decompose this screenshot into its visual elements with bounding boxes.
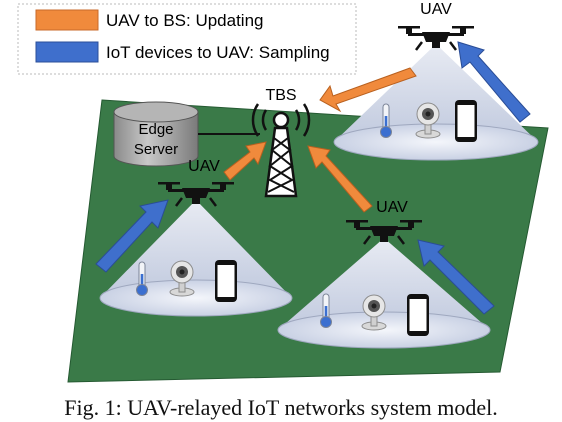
update-arrow-top-right bbox=[319, 67, 417, 113]
smartphone-icon bbox=[407, 294, 429, 336]
uav-top-right-label: UAV bbox=[420, 1, 452, 18]
legend-label-sampling: IoT devices to UAV: Sampling bbox=[106, 43, 330, 62]
sample-arrow-left bbox=[95, 199, 169, 273]
uav-center-label: UAV bbox=[376, 199, 408, 216]
coverage-cone-center bbox=[277, 238, 491, 349]
update-arrow-left bbox=[223, 141, 267, 181]
legend-label-updating: UAV to BS: Updating bbox=[106, 11, 264, 30]
legend-swatch-updating bbox=[35, 9, 99, 31]
edge-server-label-line2: Server bbox=[134, 141, 178, 158]
coverage-cone-top-right bbox=[333, 44, 539, 161]
smartphone-icon bbox=[455, 100, 477, 142]
tower-icon bbox=[251, 103, 311, 198]
camera-icon bbox=[361, 294, 387, 331]
legend-swatch-sampling bbox=[35, 41, 99, 63]
sampling-arrows bbox=[95, 41, 531, 315]
edge-server-label-line1: Edge bbox=[138, 121, 173, 138]
camera-icon bbox=[415, 102, 441, 139]
sample-arrow-center bbox=[417, 239, 495, 315]
legend: UAV to BS: Updating IoT devices to UAV: … bbox=[17, 3, 357, 75]
coverage-cone-left bbox=[99, 200, 293, 317]
updating-arrows bbox=[223, 67, 417, 213]
update-arrow-center bbox=[307, 145, 373, 213]
smartphone-icon bbox=[215, 260, 237, 302]
camera-icon bbox=[169, 260, 195, 297]
uav-left-label: UAV bbox=[188, 158, 220, 175]
server-icon: Edge Server bbox=[113, 101, 199, 167]
sample-arrow-top-right bbox=[457, 41, 531, 123]
tbs-label: TBS bbox=[265, 87, 296, 104]
figure-caption: Fig. 1: UAV-relayed IoT networks system … bbox=[64, 395, 498, 420]
